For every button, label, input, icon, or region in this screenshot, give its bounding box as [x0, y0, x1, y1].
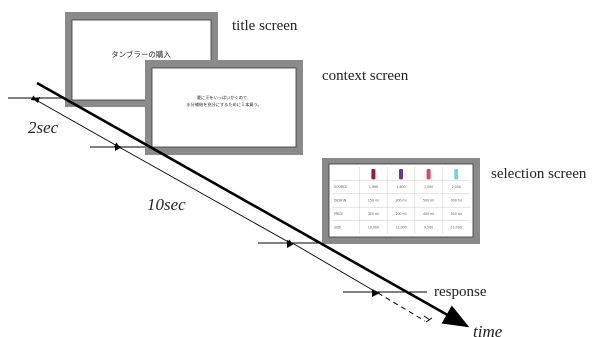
context-screen-text-line1: 夏に汗をいっぱいかくので、 — [197, 94, 251, 101]
table-row-header: SOURCE — [334, 185, 347, 189]
table-cell: 150 ml — [368, 199, 379, 203]
table-cell: 12,000 — [395, 225, 406, 229]
table-row-header: PRICE — [334, 212, 343, 216]
table-cell: 1,800 — [396, 185, 405, 189]
label-duration-2sec: 2sec — [28, 118, 59, 137]
response-dashed-arrow — [293, 243, 377, 293]
title-screen-text: タンブラーの購入 — [111, 49, 171, 59]
duration-arrow-title — [30, 95, 120, 148]
table-cell: 200 ml — [395, 212, 406, 216]
tumbler-bottle-image — [454, 169, 459, 180]
tumbler-bottle-image — [371, 169, 376, 180]
table-row-header: DESIGN — [334, 199, 347, 203]
table-cell: 10,000 — [368, 225, 379, 229]
response-marker — [372, 289, 380, 297]
table-cell: 400 ml — [423, 212, 434, 216]
table-row-header: SIZE — [334, 225, 341, 229]
context-screen-monitor: 夏に汗をいっぱいかくので、 水分補給を充分にするために１本買う。 — [145, 60, 303, 155]
tumbler-bottle-image — [399, 169, 403, 180]
table-cell: 9,500 — [424, 225, 433, 229]
label-context-screen: context screen — [322, 68, 409, 84]
label-duration-10sec: 10sec — [147, 195, 186, 214]
label-response: response — [434, 284, 487, 300]
break-mark-1 — [423, 315, 431, 321]
table-cell: 500 ml — [451, 212, 462, 216]
label-time: time — [473, 322, 503, 337]
table-cell: 500 ml — [423, 199, 434, 203]
title-marker — [33, 97, 40, 103]
context-screen-text-line2: 水分補給を充分にするために１本買う。 — [186, 101, 261, 108]
label-title-screen: title screen — [232, 18, 298, 34]
table-cell: 2,000 — [452, 185, 461, 189]
table-cell: 300 ml — [368, 212, 379, 216]
response-latency-dashed — [377, 292, 426, 322]
context-marker — [115, 144, 122, 151]
table-cell: 300 ml — [395, 199, 406, 203]
table-cell: 11,000 — [451, 225, 462, 229]
break-mark-2 — [425, 317, 433, 323]
selection-marker — [287, 240, 294, 248]
table-cell: 300 ml — [451, 199, 462, 203]
tumbler-bottle-image — [426, 169, 431, 180]
duration-arrow-context — [118, 146, 293, 245]
table-cell: 1,500 — [424, 185, 433, 189]
table-cell: 1,999 — [369, 185, 378, 189]
label-selection-screen: selection screen — [491, 166, 587, 182]
